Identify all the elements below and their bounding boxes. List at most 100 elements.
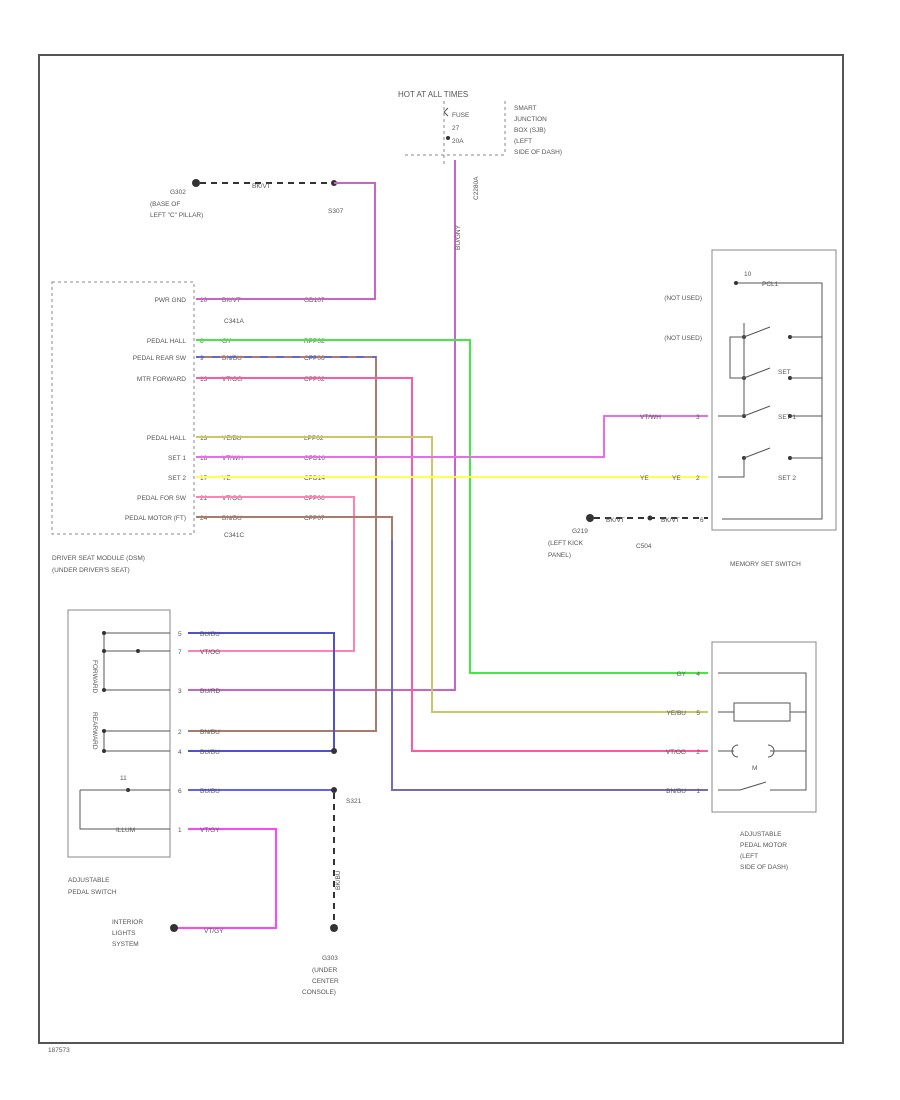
dsm-circuit-code: CPP06 — [304, 495, 325, 502]
hot-wire-label: BU/GNY — [455, 224, 462, 250]
pedal-motor-pin-number: 5 — [696, 710, 700, 717]
dsm-circuit-code: RPP02 — [304, 338, 325, 345]
dsm-circuit-code: GD107 — [304, 297, 325, 304]
pedal-switch-wire-color: BU/BU — [200, 788, 220, 795]
sjb-connector: C2280A — [473, 176, 480, 200]
svg-text:CENTER: CENTER — [312, 978, 339, 985]
pedal-motor-caption: ADJUSTABLE — [740, 831, 782, 838]
dsm-module-box — [51, 281, 195, 535]
adjustable-pedal-motor-box — [711, 641, 817, 813]
g303-location: (UNDER — [312, 967, 338, 974]
dsm-wire-color: BN/BU — [222, 515, 242, 522]
pedal-motor-wire-color: GY — [677, 671, 687, 678]
pedal-switch-pin-number: 5 — [178, 631, 182, 638]
memory-contact-pin: 3 — [696, 414, 700, 421]
pedal-switch-pin-number: 1 — [178, 827, 182, 834]
dsm-pin-number: 9 — [200, 355, 204, 362]
memory-set-switch-box — [711, 249, 837, 531]
switch-tag: 11 — [120, 775, 127, 782]
pedal-switch-wire-color: BU/BU — [200, 631, 220, 638]
fuse-label: FUSE — [452, 112, 470, 119]
interior-lights-label: INTERIOR — [112, 919, 143, 926]
dsm-circuit-code: CPP06 — [304, 355, 325, 362]
forward-label: FORWARD — [91, 660, 98, 694]
dsm-wire-color: BK/VT — [222, 297, 241, 304]
dsm-circuit-code: CPP02 — [304, 376, 325, 383]
svg-text:PEDAL SWITCH: PEDAL SWITCH — [68, 889, 117, 896]
dsm-pin-number: 6 — [200, 338, 204, 345]
dsm-circuit-code: CPD14 — [304, 475, 325, 482]
memory-ground-wire-label: BK/VT — [661, 517, 680, 524]
rearward-label: REARWARD — [91, 712, 98, 750]
memory-contact-label: SET 2 — [778, 475, 796, 482]
wire-yellow-blue-pedal-hall — [196, 436, 708, 713]
adjustable-pedal-switch-box — [67, 609, 171, 858]
dsm-pin-label: PEDAL REAR SW — [133, 355, 187, 362]
pedal-switch-wire-color: BU/BU — [200, 749, 220, 756]
dsm-pin-label: PWR GND — [155, 297, 187, 304]
dsm-pin-label: PEDAL HALL — [147, 435, 187, 442]
s307-label: S307 — [328, 208, 344, 215]
svg-text:CONSOLE): CONSOLE) — [302, 989, 336, 996]
svg-text:(UNDER DRIVER'S SEAT): (UNDER DRIVER'S SEAT) — [52, 567, 130, 574]
dsm-wire-color: VT/OG — [222, 495, 242, 502]
pedal-motor-wire-color: BN/BU — [666, 788, 686, 795]
dsm-caption: DRIVER SEAT MODULE (DSM) — [52, 555, 145, 562]
memory-contact-label: (NOT USED) — [664, 295, 702, 302]
dsm-wire-color: VT/OG — [222, 376, 242, 383]
dsm-pin-number: 17 — [200, 475, 208, 482]
dsm-pin-label: PEDAL HALL — [147, 338, 187, 345]
pedal-motor-pin-number: 4 — [696, 671, 700, 678]
dsm-wire-color: GY — [222, 338, 232, 345]
pedal-switch-pin-number: 7 — [178, 649, 182, 656]
svg-text:LEFT "C" PILLAR): LEFT "C" PILLAR) — [150, 212, 203, 219]
svg-text:SYSTEM: SYSTEM — [112, 941, 139, 948]
g219-id: G219 — [572, 528, 588, 535]
dsm-wire-color: YE — [222, 475, 231, 482]
svg-text:JUNCTION: JUNCTION — [514, 116, 547, 123]
pedal-switch-wire-color: BN/BU — [200, 729, 220, 736]
sjb-label-lines: SMART JUNCTION BOX (SJB) (LEFT SIDE OF D… — [514, 105, 562, 156]
motor-limit-switch — [731, 744, 775, 758]
memory-ground-pin: 6 — [700, 517, 704, 524]
pedal-switch-pin-number: 4 — [178, 749, 182, 756]
diagram-frame — [38, 54, 844, 1044]
dsm-pin-label: SET 2 — [168, 475, 186, 482]
g302-wire-label: BK/VT — [252, 183, 271, 190]
dsm-pin-label: MTR FORWARD — [137, 376, 186, 383]
pedal-switch-wire-color: VT/GY — [200, 827, 220, 834]
g302-id: G302 — [170, 189, 186, 196]
g303-ground-symbol — [330, 924, 338, 932]
figure-id: 187573 — [48, 1047, 70, 1054]
svg-text:(LEFT: (LEFT — [514, 138, 532, 145]
dsm-circuit-code: CPD16 — [304, 455, 325, 462]
memory-top-pin: 10 — [744, 271, 752, 278]
pedal-motor-wire-color: VT/OG — [666, 749, 686, 756]
dsm-circuit-code: CPP07 — [304, 515, 325, 522]
memory-contact-wire: VT/WH — [640, 414, 661, 421]
g302-location: (BASE OF — [150, 201, 180, 208]
pedal-switch-pin-number: 3 — [178, 688, 182, 695]
wire-hot-bu-gny — [188, 160, 456, 691]
dsm-pin-number: 21 — [200, 495, 208, 502]
g219-ground-symbol — [586, 514, 594, 522]
hot-at-all-times-label: HOT AT ALL TIMES — [398, 90, 468, 99]
dsm-pin-number: 18 — [200, 455, 208, 462]
wire-violet-red-pedal-for-sw — [188, 496, 355, 652]
svg-text:BOX (SJB): BOX (SJB) — [514, 127, 546, 134]
pedal-switch-wire-color: BU/RD — [200, 688, 221, 695]
svg-text:LIGHTS: LIGHTS — [112, 930, 136, 937]
svg-text:SIDE OF DASH): SIDE OF DASH) — [740, 864, 788, 871]
fuse-rating: 20A — [452, 138, 464, 145]
dsm-pin-number: 24 — [200, 515, 208, 522]
pedal-switch-caption: ADJUSTABLE — [68, 877, 110, 884]
memory-connector: C504 — [636, 543, 652, 550]
illum-label: ILLUM — [116, 827, 135, 834]
pedal-motor-pin-number: 2 — [696, 749, 700, 756]
pedal-switch-pin-number: 2 — [178, 729, 182, 736]
memory-contact-label: (NOT USED) — [664, 335, 702, 342]
